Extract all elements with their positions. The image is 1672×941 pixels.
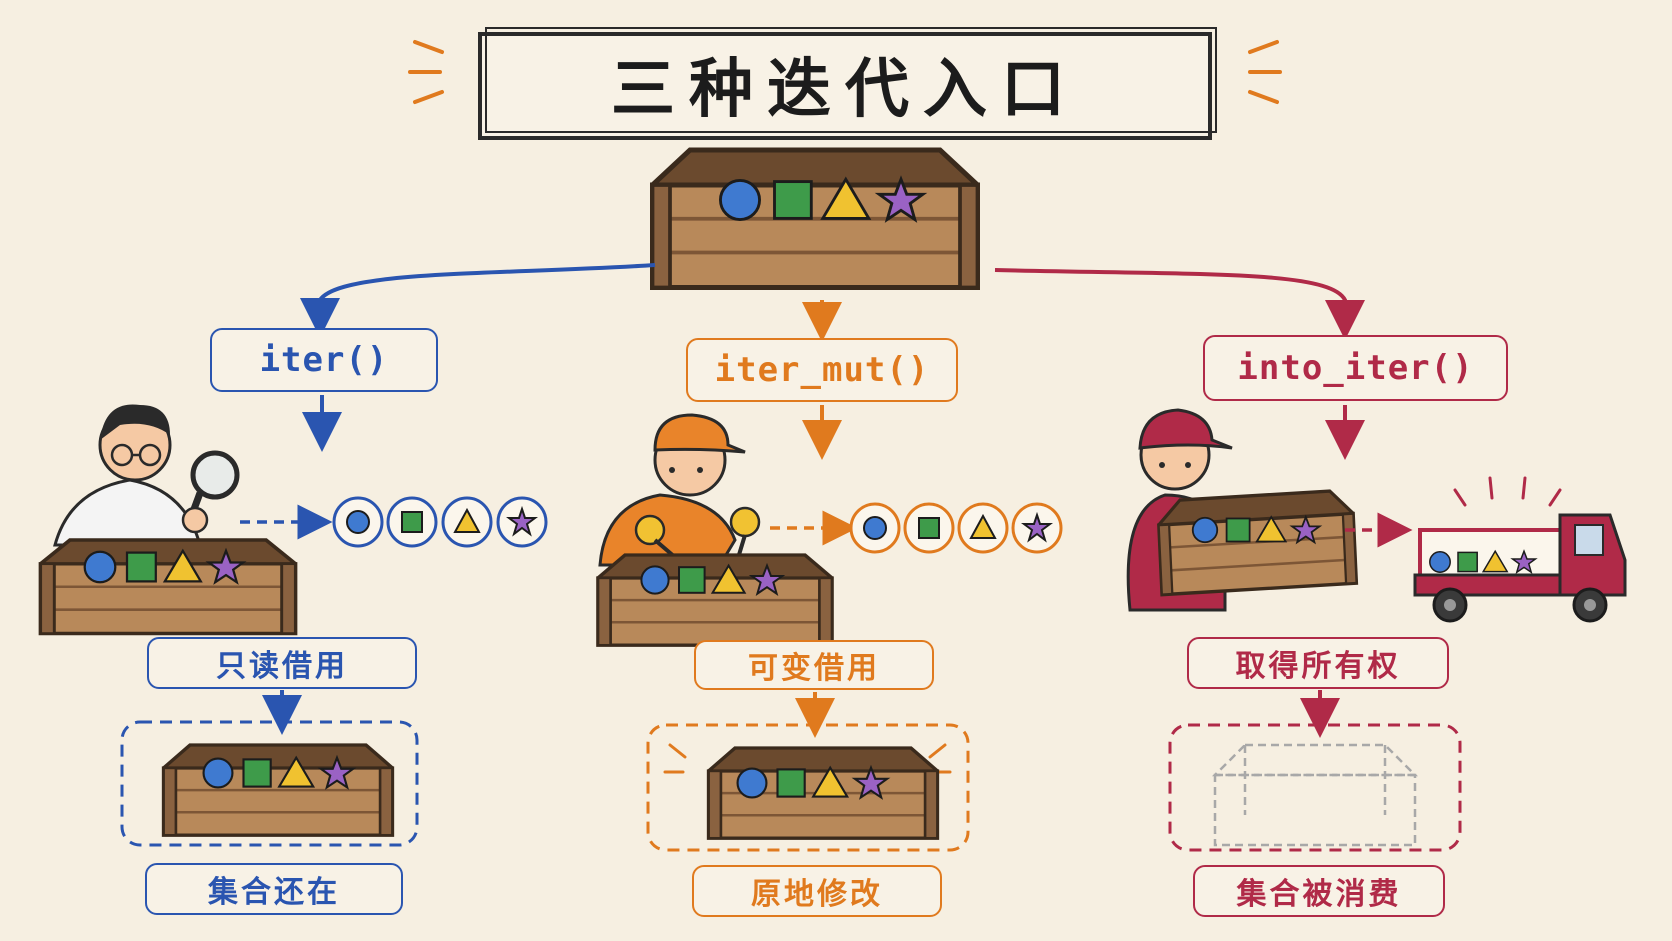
collection-crate-being-moved: [1155, 488, 1359, 597]
result-frame-iter-mut: [646, 723, 970, 852]
mode-label-iter: 只读借用: [147, 637, 417, 689]
title-frame: [408, 27, 1282, 140]
yielded-mutable-references: [849, 502, 1063, 554]
collection-crate-being-read: [38, 538, 298, 636]
empty-consumed-crate-outline: [1211, 743, 1419, 847]
truck-carrying-items: [1413, 476, 1627, 623]
result-label-iter: 集合还在: [145, 863, 403, 915]
page-title: 三种迭代入口: [611, 53, 1079, 127]
mode-label-iter-mut: 可变借用: [694, 640, 934, 690]
worker-with-tools-icon: [598, 413, 761, 572]
result-label-iter-mut: 原地修改: [692, 865, 942, 917]
branch-arrow-into-iter: [994, 268, 1365, 340]
collection-crate-being-modified: [596, 553, 834, 648]
main-collection-crate: [653, 150, 978, 288]
scientist-with-magnifier-icon: [53, 404, 240, 547]
modified-in-place-crate: [706, 746, 940, 840]
method-label-into-iter: into_iter(): [1203, 335, 1508, 401]
branch-arrow-iter: [300, 263, 656, 338]
collection-still-present-crate: [161, 743, 395, 837]
result-frame-iter: [120, 720, 419, 847]
yielded-references-iter: [332, 496, 548, 548]
result-label-into-iter: 集合被消费: [1193, 865, 1445, 917]
method-label-iter-mut: iter_mut(): [686, 338, 958, 402]
mode-label-into-iter: 取得所有权: [1187, 637, 1449, 689]
method-label-iter: iter(): [210, 328, 438, 392]
result-frame-into-iter: [1168, 723, 1462, 852]
